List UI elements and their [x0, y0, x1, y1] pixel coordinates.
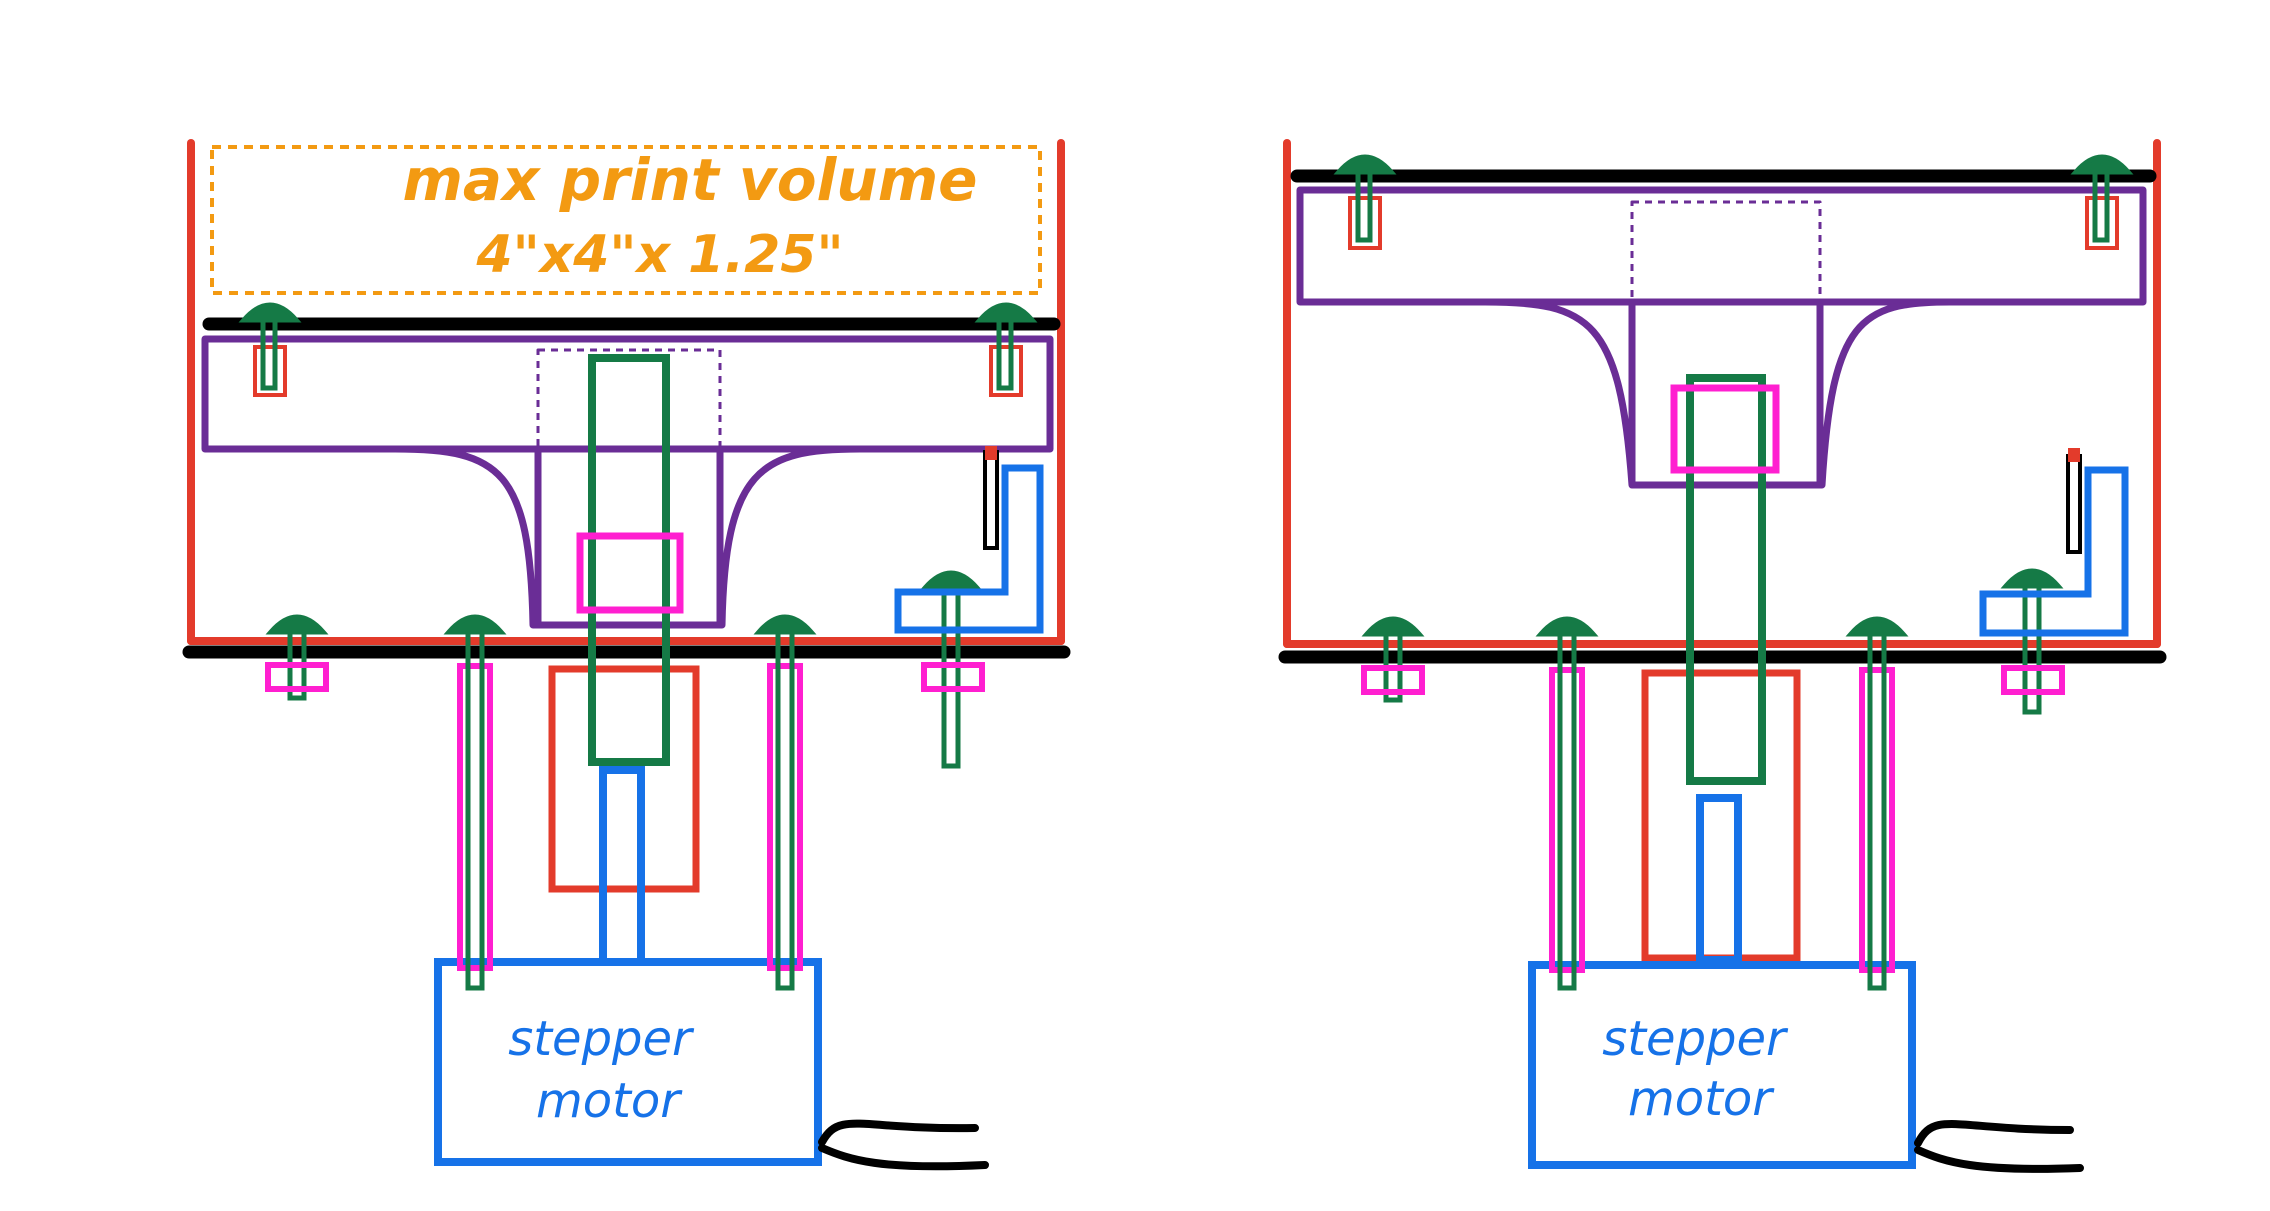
left-motor-label-2: motor [536, 1073, 683, 1129]
right-motor-label-2: motor [1628, 1071, 1775, 1127]
left-stepper-motor [434, 958, 822, 1166]
left-frame [187, 139, 1065, 645]
left-lead-nut [576, 532, 684, 614]
screw-icon [753, 614, 817, 991]
print-volume-dimensions: 4"x4"x 1.25" [475, 225, 843, 285]
print-volume-label: max print volume [403, 146, 978, 214]
screw-icon [2070, 154, 2134, 243]
left-limit-switch [894, 446, 1044, 634]
right-base-screws [1361, 568, 2065, 715]
right-lead-screw [1686, 374, 1766, 785]
screw-icon [443, 614, 507, 991]
screw-icon [1535, 616, 1599, 991]
left-base-screws [265, 570, 985, 769]
screw-icon [1845, 616, 1909, 991]
left-coupler [548, 665, 700, 893]
right-motor-label-1: stepper [1602, 1011, 1789, 1067]
screw-icon [238, 302, 302, 391]
left-motor-label-1: stepper [508, 1011, 695, 1067]
left-motor-wires [818, 1119, 989, 1171]
right-carriage [1296, 186, 2147, 489]
right-assembly: stepper motor [1278, 139, 2167, 1173]
left-motor-shaft [599, 766, 645, 966]
right-motor-shaft [1696, 794, 1742, 964]
right-standoffs [1535, 616, 1909, 991]
right-limit-switch [1979, 448, 2129, 637]
left-lead-screw [588, 354, 670, 766]
right-lead-nut [1670, 384, 1780, 474]
screw-icon [974, 302, 1038, 391]
right-motor-wires [1914, 1120, 2084, 1173]
left-carriage [201, 335, 1054, 629]
left-assembly: max print volume 4"x4"x 1.25" [182, 139, 1071, 1171]
screw-icon [1333, 154, 1397, 243]
left-standoffs [443, 614, 817, 991]
screw-icon [2000, 568, 2064, 715]
left-plate-screws [238, 302, 1038, 397]
right-plate-screws [1333, 154, 2134, 250]
right-coupler [1641, 669, 1801, 962]
right-stepper-motor [1528, 961, 1916, 1169]
right-frame [1283, 139, 2161, 648]
print-volume-box [210, 145, 1042, 295]
screw-icon [919, 570, 983, 769]
